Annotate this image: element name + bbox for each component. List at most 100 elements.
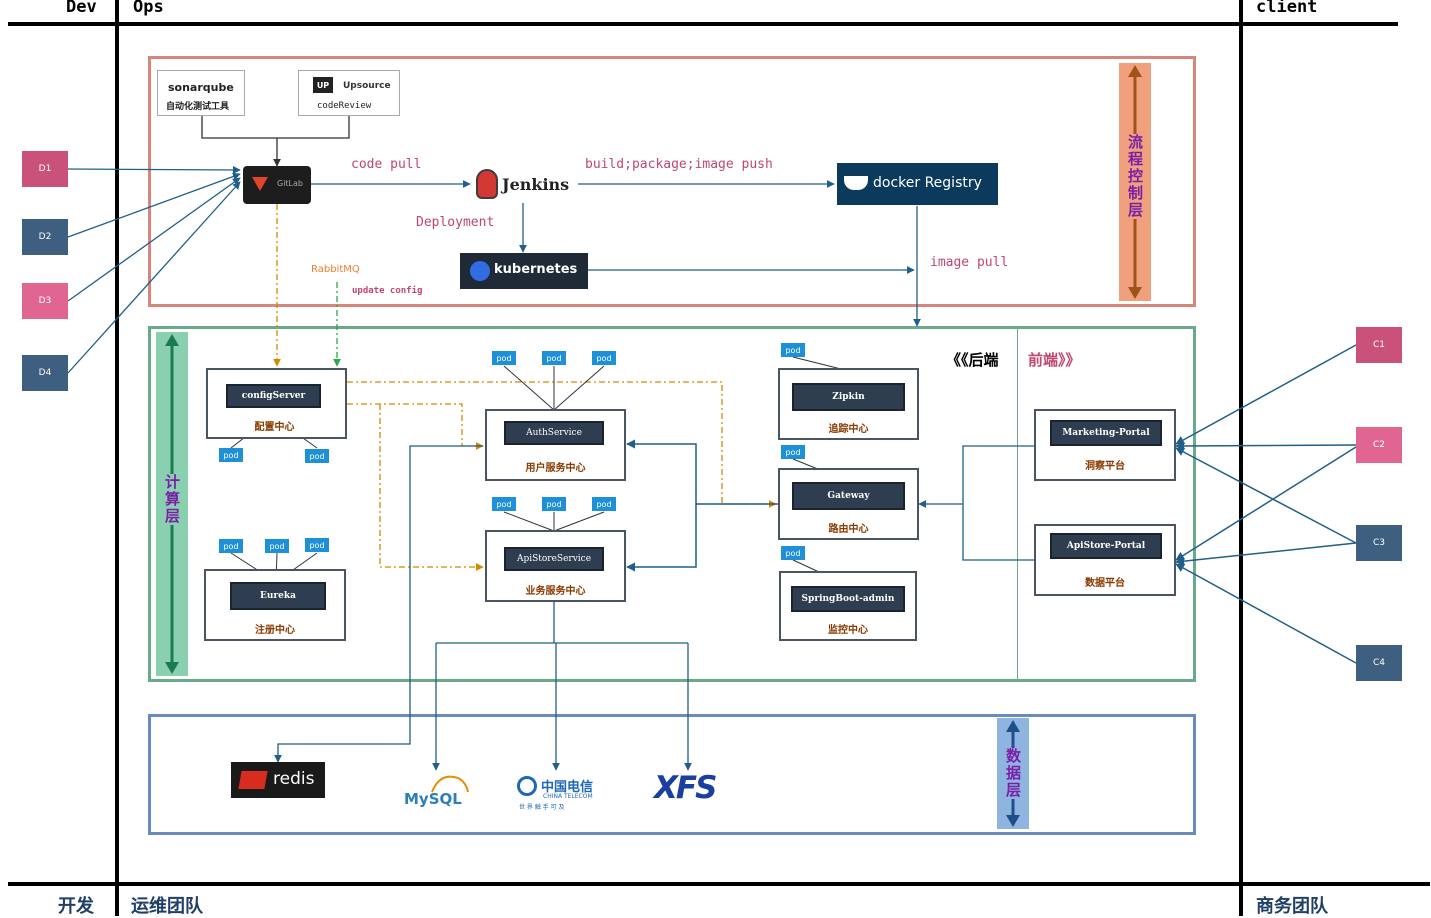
redis-label: redis bbox=[273, 769, 315, 789]
pod-badge: pod bbox=[219, 539, 243, 553]
frontend-divider bbox=[1017, 329, 1018, 679]
mysql-logo: MySQL bbox=[404, 772, 474, 810]
zipkin-box[interactable]: Zipkin 追踪中心 bbox=[778, 368, 919, 440]
build-push-label: build;package;image push bbox=[585, 157, 773, 172]
telecom-name-cn: 中国电信 bbox=[541, 780, 594, 795]
edge-d1-gitlab bbox=[67, 166, 241, 174]
edge-auth-redis bbox=[274, 445, 483, 763]
sonarqube-caption: 自动化测试工具 bbox=[166, 102, 230, 112]
gitlab-node[interactable]: GitLab bbox=[243, 166, 311, 204]
developer-d1[interactable]: D1 bbox=[22, 151, 68, 187]
apistore-service-caption: 业务服务中心 bbox=[525, 586, 586, 597]
edge-c3-marketing bbox=[1175, 447, 1357, 544]
pod-badge: pod bbox=[542, 497, 566, 511]
sonarqube-card[interactable]: sonarqube 自动化测试工具 bbox=[157, 70, 245, 116]
edge-upsource-gitlab bbox=[277, 116, 350, 139]
marketing-portal-name: Marketing-Portal bbox=[1050, 420, 1162, 446]
bottom-divider bbox=[8, 882, 1430, 886]
telecom-swirl-icon bbox=[517, 776, 537, 796]
zipkin-caption: 追踪中心 bbox=[828, 424, 869, 435]
edge-d2-gitlab bbox=[67, 172, 241, 238]
jenkins-node[interactable]: Jenkins bbox=[474, 167, 578, 203]
developer-d2[interactable]: D2 bbox=[22, 219, 68, 255]
client-column-header: client bbox=[1256, 0, 1318, 17]
telecom-name-en: CHINA TELECOM bbox=[543, 793, 593, 800]
ops-team-label: 运维团队 bbox=[131, 896, 203, 917]
apistore-portal-caption: 数据平台 bbox=[1085, 578, 1125, 589]
developer-d4[interactable]: D4 bbox=[22, 355, 68, 391]
upsource-card[interactable]: UP Upsource codeReview bbox=[298, 70, 400, 116]
pod-badge: pod bbox=[781, 343, 805, 357]
apistore-service-box[interactable]: ApiStoreService 业务服务中心 bbox=[485, 530, 626, 602]
dev-column-header: Dev bbox=[66, 0, 97, 17]
kubernetes-label: kubernetes bbox=[494, 262, 578, 277]
apistore-portal-box[interactable]: ApiStore-Portal 数据平台 bbox=[1034, 524, 1176, 596]
config-server-box[interactable]: configServer 配置中心 bbox=[206, 368, 347, 439]
image-pull-label: image pull bbox=[930, 255, 1009, 270]
gitlab-icon bbox=[252, 177, 268, 191]
config-server-caption: 配置中心 bbox=[254, 422, 295, 433]
developer-d3[interactable]: D3 bbox=[22, 283, 68, 319]
client-c3[interactable]: C3 bbox=[1356, 525, 1402, 561]
deployment-label: Deployment bbox=[416, 215, 495, 230]
jenkins-label: Jenkins bbox=[502, 175, 570, 194]
gateway-box[interactable]: Gateway 路由中心 bbox=[778, 468, 919, 540]
kubernetes-node[interactable]: kubernetes bbox=[460, 253, 588, 289]
gateway-caption: 路由中心 bbox=[828, 524, 869, 535]
edge-gateway-apistore bbox=[626, 504, 697, 572]
client-c4[interactable]: C4 bbox=[1356, 645, 1402, 681]
eureka-name: Eureka bbox=[230, 582, 326, 610]
client-c2[interactable]: C2 bbox=[1356, 427, 1402, 463]
ops-client-divider bbox=[1239, 0, 1243, 916]
gitlab-label: GitLab bbox=[277, 179, 303, 188]
data-layer-label: 数据层 bbox=[1003, 748, 1024, 799]
pod-badge: pod bbox=[219, 448, 243, 462]
auth-service-box[interactable]: AuthService 用户服务中心 bbox=[485, 409, 626, 481]
frontend-label: 前端》》 bbox=[1028, 351, 1081, 369]
eureka-box[interactable]: Eureka 注册中心 bbox=[204, 569, 346, 641]
apistore-portal-name: ApiStore-Portal bbox=[1050, 533, 1162, 559]
springboot-admin-box[interactable]: SpringBoot-admin 监控中心 bbox=[779, 571, 917, 641]
ops-column-header: Ops bbox=[133, 0, 164, 17]
china-telecom-logo: 中国电信 CHINA TELECOM 世 界 触 手 可 及 bbox=[517, 776, 597, 814]
compute-layer bbox=[148, 326, 1196, 682]
springboot-admin-caption: 监控中心 bbox=[828, 625, 868, 636]
gateway-name: Gateway bbox=[792, 482, 905, 510]
sonarqube-logo: sonarqube bbox=[168, 81, 234, 94]
dolphin-icon bbox=[431, 775, 469, 793]
marketing-portal-caption: 洞察平台 bbox=[1085, 461, 1125, 472]
compute-layer-label: 计算层 bbox=[162, 474, 183, 525]
edge-c3-apiportal bbox=[1175, 542, 1357, 566]
auth-service-name: AuthService bbox=[504, 421, 604, 445]
upsource-caption: codeReview bbox=[317, 101, 372, 111]
edge-c2-apiportal bbox=[1175, 446, 1357, 561]
top-divider bbox=[8, 22, 1398, 26]
edge-c4-apiportal bbox=[1175, 563, 1357, 664]
eureka-caption: 注册中心 bbox=[255, 625, 295, 636]
update-config-label: update config bbox=[352, 286, 423, 296]
mysql-label: MySQL bbox=[404, 790, 462, 808]
apistore-service-name: ApiStoreService bbox=[504, 547, 604, 571]
client-team-label: 商务团队 bbox=[1256, 896, 1328, 917]
code-pull-label: code pull bbox=[351, 157, 422, 172]
edge-portals-gateway bbox=[962, 445, 1034, 561]
client-c1[interactable]: C1 bbox=[1356, 327, 1402, 363]
telecom-slogan: 世 界 触 手 可 及 bbox=[519, 804, 565, 811]
dev-team-label: 开发 bbox=[58, 896, 94, 917]
pod-badge: pod bbox=[592, 351, 616, 365]
kubernetes-icon bbox=[470, 261, 490, 281]
pod-badge: pod bbox=[542, 351, 566, 365]
process-layer bbox=[148, 56, 1196, 307]
pod-badge: pod bbox=[265, 539, 289, 553]
jenkins-icon bbox=[476, 169, 498, 199]
rabbitmq-logo: RabbitMQ bbox=[311, 264, 360, 275]
config-server-name: configServer bbox=[226, 384, 321, 408]
pod-badge: pod bbox=[305, 538, 329, 552]
docker-registry-node[interactable]: docker Registry bbox=[837, 163, 998, 205]
marketing-portal-box[interactable]: Marketing-Portal 洞察平台 bbox=[1034, 409, 1176, 481]
edge-d3-gitlab bbox=[67, 177, 241, 302]
upsource-icon: UP bbox=[313, 77, 333, 93]
process-layer-label: 流程控制层 bbox=[1125, 134, 1146, 219]
edge-sonar-gitlab bbox=[201, 116, 281, 167]
